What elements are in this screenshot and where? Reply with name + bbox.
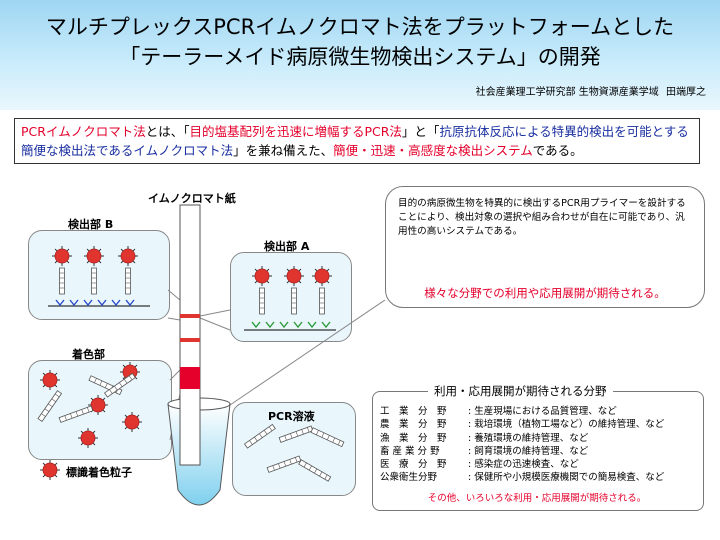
app-row: 漁 業 分 野: 養殖環境の維持管理、など bbox=[380, 432, 589, 444]
title-line-1: マルチプレックスPCRイムノクロマト法をプラットフォームとした bbox=[45, 15, 675, 39]
detect-a-label: 検出部 A bbox=[264, 240, 310, 253]
detect-a-graphic bbox=[244, 265, 336, 331]
applications-box bbox=[372, 391, 704, 511]
applications-footer: その他、いろいろな利用・応用展開が期待される。 bbox=[427, 493, 647, 504]
applications-title: 利用・応用展開が期待される分野 bbox=[428, 383, 613, 399]
pcr-solution-graphic bbox=[244, 424, 345, 482]
bubble-detect-a bbox=[230, 252, 352, 342]
colored-zone bbox=[180, 367, 200, 389]
info-description: 目的の病原微生物を特異的に検出するPCR用プライマーを設計することにより、検出対… bbox=[398, 198, 686, 237]
app-row: 農 業 分 野: 栽培環境（植物工場など）の維持管理、など bbox=[380, 419, 665, 431]
title-line-2: 「テーラーメイド病原微生物検出システム」の開発 bbox=[119, 45, 601, 69]
colored-zone-label: 着色部 bbox=[72, 348, 105, 361]
summary-text-3: 」を兼ね備えた、 bbox=[233, 143, 334, 158]
immuno-strip bbox=[179, 204, 201, 466]
summary-box: PCRイムノクロマト法とは、「目的塩基配列を迅速に増幅するPCR法」と「抗原抗体… bbox=[14, 118, 700, 164]
app-row: 公衆衛生分野: 保健所や小規模医療機関での簡易検査、など bbox=[380, 472, 665, 484]
app-row: 畜 産 業 分 野: 飼育環境の維持管理、など bbox=[380, 445, 589, 457]
affiliation: 社会産業理工学研究部 生物資源産業学域 bbox=[475, 87, 659, 98]
detect-b-graphic bbox=[48, 245, 150, 307]
summary-text-2: 」と「 bbox=[401, 124, 440, 139]
info-box: 目的の病原微生物を特異的に検出するPCR用プライマーを設計することにより、検出対… bbox=[385, 186, 705, 308]
info-expectation: 様々な分野での利用や応用展開が期待される。 bbox=[424, 286, 666, 300]
author-line: 社会産業理工学研究部 生物資源産業学域 田端厚之 bbox=[472, 83, 706, 98]
summary-text-1: とは、「 bbox=[145, 124, 190, 139]
summary-text-4: である。 bbox=[532, 143, 583, 158]
particle-legend-icon bbox=[39, 459, 61, 481]
strip-label: イムノクロマト紙 bbox=[148, 192, 236, 205]
particle-label: 標識着色粒子 bbox=[66, 466, 132, 479]
summary-feature: 簡便・迅速・高感度な検出システム bbox=[333, 143, 533, 158]
bubble-detect-b bbox=[28, 230, 170, 320]
colored-zone-graphic bbox=[37, 361, 143, 449]
applications-list: 工 業 分 野: 生産現場における品質管理、など 農 業 分 野: 栽培環境（植… bbox=[380, 405, 664, 485]
app-row: 医 療 分 野: 感染症の迅速検査、など bbox=[380, 459, 579, 471]
summary-immuno: 抗原抗体反応による特異的検出を可能とする簡便な検出法であるイムノクロマト法 bbox=[21, 124, 689, 158]
bubble-pcr bbox=[232, 402, 356, 496]
header-banner: マルチプレックスPCRイムノクロマト法をプラットフォームとした 「テーラーメイド… bbox=[0, 0, 720, 110]
pcr-solution-label: PCR溶液 bbox=[268, 410, 315, 423]
detect-b-label: 検出部 B bbox=[68, 218, 114, 231]
summary-term: PCRイムノクロマト法 bbox=[21, 124, 146, 139]
author-name: 田端厚之 bbox=[666, 87, 706, 98]
summary-pcr: 目的塩基配列を迅速に増幅するPCR法 bbox=[189, 124, 402, 139]
app-row: 工 業 分 野: 生産現場における品質管理、など bbox=[380, 406, 617, 417]
